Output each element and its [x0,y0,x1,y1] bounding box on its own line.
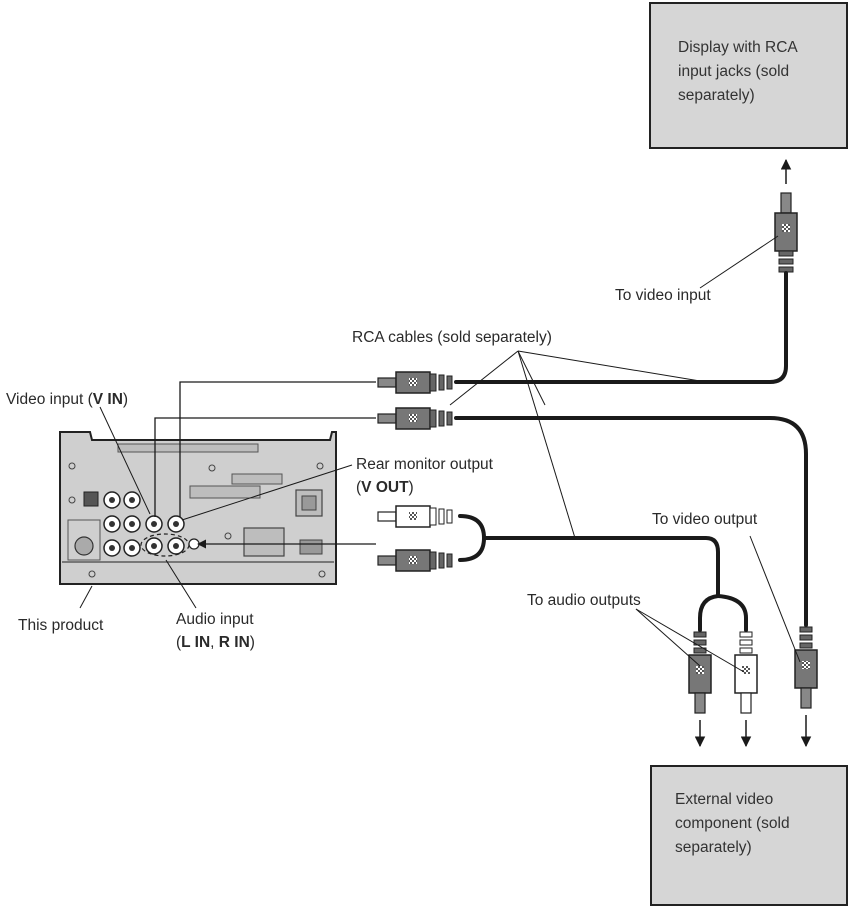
external-component-box: External video component (sold separatel… [650,765,848,906]
head-unit-rear-panel-icon [59,431,337,585]
label-audio-input: Audio input [176,611,254,628]
rca-plug-icon [774,192,798,273]
external-box-line-1: External video [675,791,773,808]
label-rear-monitor-output: Rear monitor output [356,456,494,473]
connection-lines [154,381,376,517]
label-rca-cables: RCA cables (sold separately) [352,329,552,346]
label-to-video-input: To video input [615,287,711,304]
leader-lines [79,235,801,673]
label-rear-monitor-output-terminal: (V OUT) [356,479,414,496]
rca-plug-icon [377,407,453,430]
cables [454,271,808,632]
external-box-line-3: separately) [675,839,752,856]
display-box-line-1: Display with RCA [678,39,798,56]
display-box-line-2: input jacks (sold [678,63,789,80]
label-to-audio-outputs: To audio outputs [527,592,641,609]
external-box-line-2: component (sold [675,815,790,832]
label-to-video-output: To video output [652,511,758,528]
display-box-line-3: separately) [678,87,755,104]
label-this-product: This product [18,617,104,634]
rca-plug-icon [377,371,453,394]
rca-plug-icon [377,549,453,572]
display-box: Display with RCA input jacks (sold separ… [649,2,848,149]
rca-plug-icon [794,626,818,709]
rca-plug-icon [377,505,453,528]
label-audio-input-terminals: (L IN, R IN) [176,634,255,651]
rca-plug-icon [688,631,712,714]
rca-plug-icon [734,631,758,714]
label-video-input: Video input (V IN) [6,391,128,408]
